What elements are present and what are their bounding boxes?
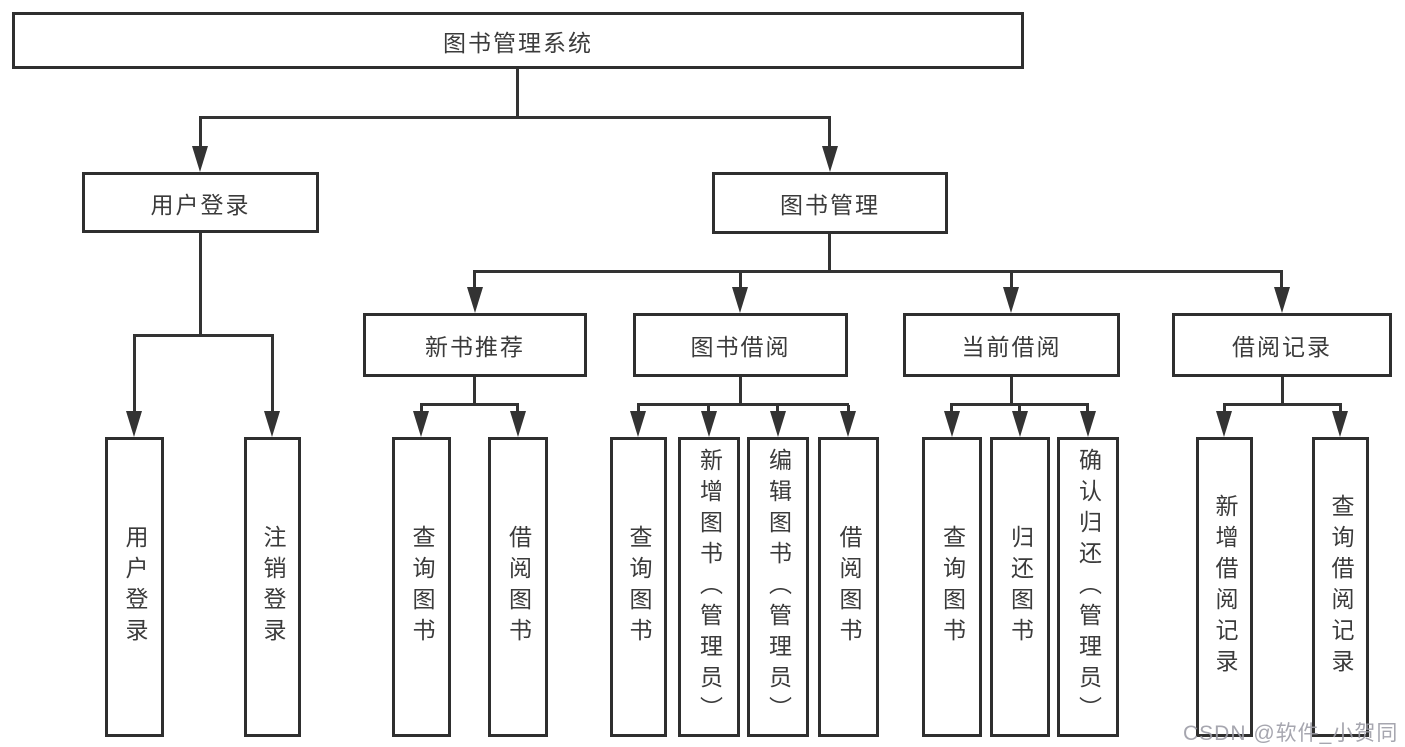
arrow-down-icon [1012,411,1028,437]
arrow-down-icon [630,411,646,437]
node-confirm-return-admin: 确认归还（管理员） [1057,437,1119,737]
node-library-management-system: 图书管理系统 [12,12,1024,69]
node-current-borrowing: 当前借阅 [903,313,1120,377]
connector-stem [950,405,953,413]
connector-trunk [828,234,831,271]
connector-branch [473,270,1283,273]
arrow-down-icon [1080,411,1096,437]
connector-root-branch [199,116,831,119]
arrow-down-icon [701,411,717,437]
connector-stem [1339,405,1342,413]
node-query-books-recommend: 查询图书 [392,437,451,737]
connector-stem [739,272,742,289]
connector-root-trunk [516,69,519,117]
connector-stem [847,405,850,413]
connector-stem [516,405,519,413]
connector-branch [637,403,849,406]
connector-stem [776,405,779,413]
connector-trunk [199,233,202,335]
connector-stem [1280,272,1283,289]
arrow-down-icon [1003,287,1019,313]
connector-trunk [1010,377,1013,404]
node-book-borrowing: 图书借阅 [633,313,848,377]
node-borrow-books-recommend: 借阅图书 [488,437,548,737]
connector-trunk [739,377,742,404]
node-query-books-current: 查询图书 [922,437,982,737]
arrow-down-icon [1274,287,1290,313]
connector-stem [707,405,710,413]
node-query-books-borrowing: 查询图书 [610,437,667,737]
node-return-books: 归还图书 [990,437,1050,737]
arrow-down-icon [413,411,429,437]
connector-branch [133,334,274,337]
arrow-down-icon [467,287,483,313]
connector-stem [473,272,476,289]
connector-stem [271,336,274,412]
node-new-book-recommend: 新书推荐 [363,313,587,377]
connector-stem [828,118,831,148]
node-add-books-admin: 新增图书（管理员） [678,437,740,737]
connector-stem [420,405,423,413]
arrow-down-icon [822,146,838,172]
connector-trunk [1281,377,1284,404]
connector-stem [1223,405,1226,413]
arrow-down-icon [1216,411,1232,437]
connector-branch [1223,403,1342,406]
arrow-down-icon [944,411,960,437]
arrow-down-icon [840,411,856,437]
arrow-down-icon [192,146,208,172]
connector-stem [1018,405,1021,413]
connector-trunk [473,377,476,404]
node-logout: 注销登录 [244,437,301,737]
arrow-down-icon [264,411,280,437]
connector-stem [133,336,136,412]
node-add-borrow-record: 新增借阅记录 [1196,437,1253,737]
node-borrowing-records: 借阅记录 [1172,313,1392,377]
node-query-borrow-record: 查询借阅记录 [1312,437,1369,737]
node-edit-books-admin: 编辑图书（管理员） [747,437,809,737]
arrow-down-icon [1332,411,1348,437]
connector-stem [1010,272,1013,289]
connector-stem [199,118,202,148]
arrow-down-icon [770,411,786,437]
connector-stem [637,405,640,413]
node-book-management: 图书管理 [712,172,948,234]
csdn-watermark: CSDN @软件_小贺同学 [1183,722,1399,745]
connector-stem [1086,405,1089,413]
arrow-down-icon [732,287,748,313]
connector-branch [420,403,519,406]
node-borrow-books-borrowing: 借阅图书 [818,437,879,737]
connector-branch [950,403,1089,406]
arrow-down-icon [126,411,142,437]
node-user-login: 用户登录 [105,437,164,737]
arrow-down-icon [510,411,526,437]
node-user-login-group: 用户登录 [82,172,319,233]
